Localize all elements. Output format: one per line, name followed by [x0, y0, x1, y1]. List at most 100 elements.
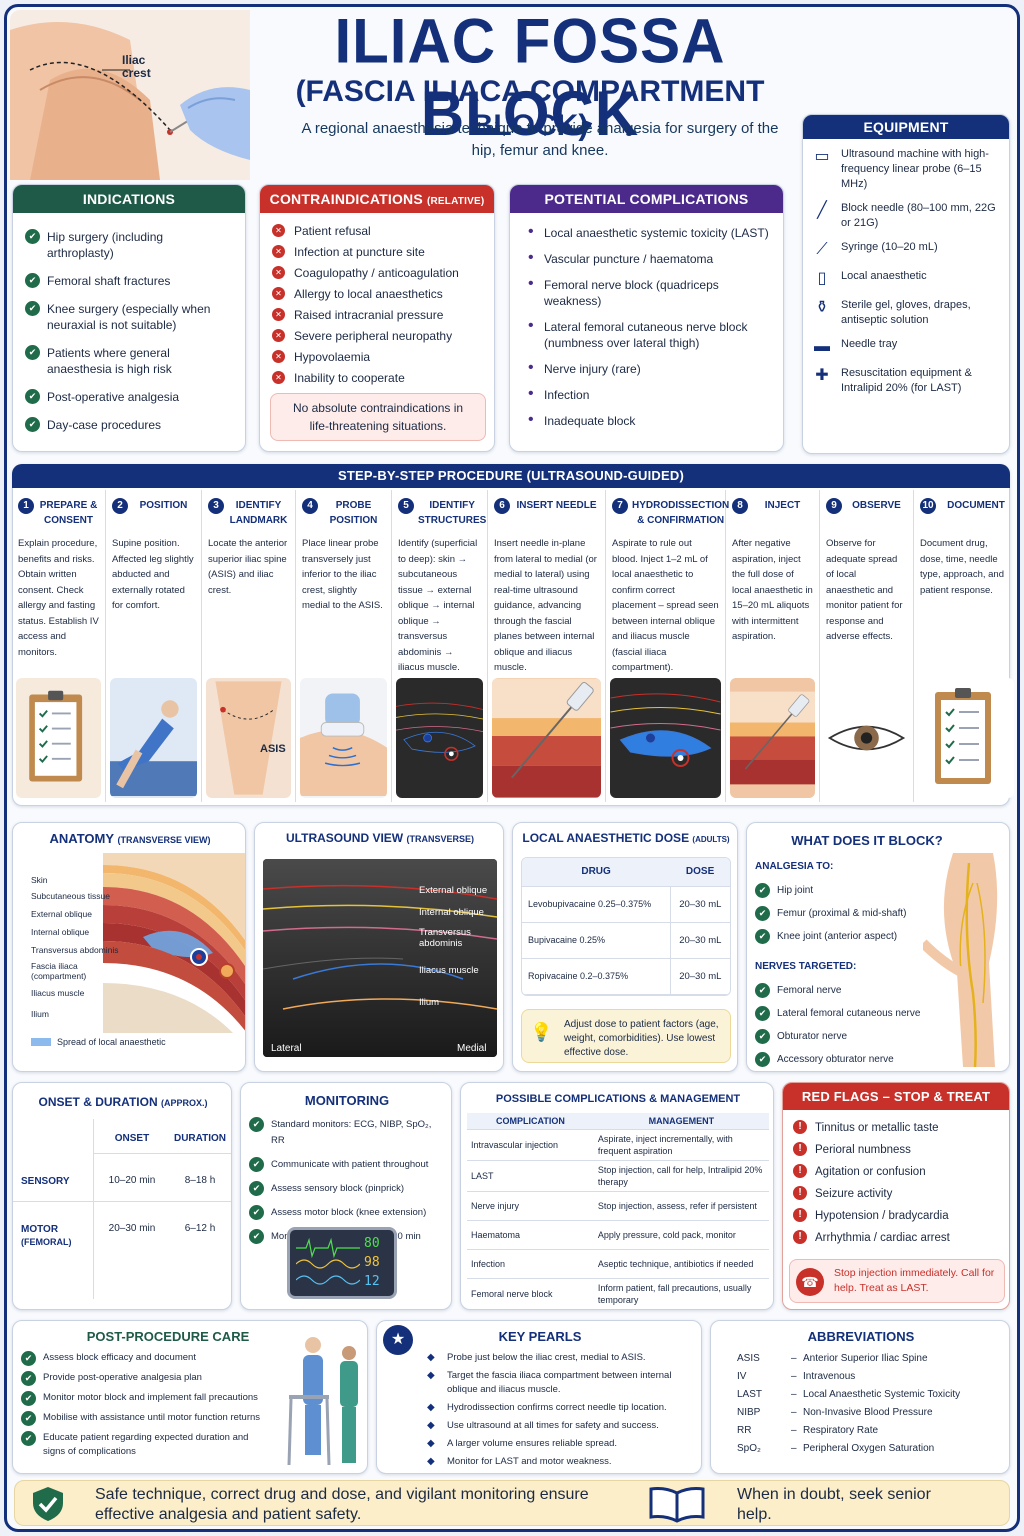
indications-list: Hip surgery (including arthroplasty) Femo…: [13, 213, 245, 451]
step-illustration: [610, 678, 721, 798]
procedure-title: STEP-BY-STEP PROCEDURE (ULTRASOUND-GUIDE…: [12, 464, 1010, 488]
postcare-card: POST-PROCEDURE CARE Assess block efficac…: [12, 1320, 368, 1474]
ultrasound-tag: (TRANSVERSE): [406, 834, 474, 844]
pearls-list: Probe just below the iliac crest, medial…: [421, 1347, 701, 1473]
anatomy-header: ANATOMY (TRANSVERSE VIEW): [13, 831, 245, 846]
step-title: INJECT: [764, 500, 801, 511]
ultrasound-title: ULTRASOUND VIEW: [286, 831, 404, 845]
anatomy-label: Skin: [31, 875, 48, 885]
step-illustration: [824, 678, 909, 798]
step-illustration: [396, 678, 483, 798]
anatomy-label: Ilium: [31, 1009, 49, 1019]
postcare-item: Mobilise with assistance until motor fun…: [21, 1411, 265, 1426]
pearl-item: Use ultrasound at all times for safety a…: [425, 1419, 697, 1433]
footer-banner: Safe technique, correct drug and dose, a…: [14, 1480, 1010, 1526]
step-title: POSITION: [139, 500, 188, 511]
leg-nerves-illustration: [923, 853, 998, 1067]
equipment-item: ▬Needle tray: [811, 337, 1001, 357]
postcare-item: Educate patient regarding expected durat…: [21, 1431, 265, 1459]
monitoring-item: Communicate with patient throughout: [249, 1157, 445, 1173]
equipment-text: Resuscitation equipment & Intralipid 20%…: [841, 367, 972, 394]
dose-col-drug: DRUG: [522, 858, 671, 887]
dose-value: 20–30 mL: [669, 958, 730, 995]
postcare-item: Monitor motor block and implement fall p…: [21, 1391, 265, 1406]
step-number: 10: [920, 498, 936, 514]
step-title: IDENTIFY LANDMARK: [229, 500, 288, 526]
step-illustration: [110, 678, 197, 798]
pearls-card: ★ KEY PEARLS Probe just below the iliac …: [376, 1320, 702, 1474]
onset-row-label: MOTOR: [21, 1224, 59, 1235]
pearl-item: A larger volume ensures reliable spread.: [425, 1437, 697, 1451]
needle-icon: ╱: [817, 202, 827, 219]
analgesia-item: Femur (proximal & mid-shaft): [755, 906, 929, 922]
contraindication-item: Patient refusal: [272, 223, 482, 239]
abbreviation-value: Intravenous: [803, 1371, 856, 1382]
emergency-kit-icon: ✚: [815, 367, 829, 384]
monitoring-item: Assess motor block (knee extension): [249, 1205, 445, 1221]
footer-left-text: Safe technique, correct drug and dose, a…: [95, 1486, 589, 1523]
redflag-item: Tinnitus or metallic taste: [793, 1120, 999, 1136]
anatomy-legend: Spread of local anaesthetic: [31, 1037, 166, 1047]
ultrasound-header: ULTRASOUND VIEW (TRANSVERSE): [255, 831, 503, 845]
anatomy-diagram: [103, 853, 245, 1033]
complication-item: Infection: [522, 386, 771, 403]
equipment-text: Local anaesthetic: [841, 270, 927, 282]
contraindications-header: CONTRAINDICATIONS (RELATIVE): [260, 185, 494, 213]
duration-value: 6–12 h: [184, 1223, 216, 1234]
abbreviation-key: ASIS: [737, 1353, 760, 1364]
blocks-card: WHAT DOES IT BLOCK? ANALGESIA TO: Hip jo…: [746, 822, 1010, 1072]
indications-card: INDICATIONS Hip surgery (including arthr…: [12, 184, 246, 452]
pearl-item: Target the fascia iliaca compartment bet…: [425, 1369, 697, 1397]
dose-drug: Bupivacaine 0.25%: [522, 922, 671, 959]
postcare-list: Assess block efficacy and documentProvid…: [13, 1347, 273, 1469]
ultrasound-image: [263, 859, 497, 1057]
contraindications-title: CONTRAINDICATIONS: [269, 191, 423, 207]
onset-header: ONSET & DURATION (APPROX.): [13, 1095, 231, 1109]
bottle-icon: ⚱: [815, 299, 829, 316]
vial-icon: ▯: [817, 270, 827, 287]
step-title: PREPARE & CONSENT: [39, 500, 98, 526]
indication-item: Hip surgery (including arthroplasty): [25, 229, 233, 261]
redflag-item: Agitation or confusion: [793, 1164, 999, 1180]
mgmt-col-management: MANAGEMENT: [593, 1113, 769, 1130]
redflags-alert-text: Stop injection immediately. Call for hel…: [834, 1267, 995, 1294]
step-number: 7: [612, 498, 628, 514]
dose-title: LOCAL ANAESTHETIC DOSE: [522, 831, 690, 845]
equipment-card: EQUIPMENT ▭Ultrasound machine with high-…: [802, 114, 1010, 454]
redflag-item: Hypotension / bradycardia: [793, 1208, 999, 1224]
step-text: Insert needle in-plane from lateral to m…: [494, 538, 597, 673]
contraindication-item: Allergy to local anaesthetics: [272, 286, 482, 302]
equipment-item: ╱Block needle (80–100 mm, 22G or 21G): [811, 201, 1001, 231]
pearl-item: Hydrodissection confirms correct needle …: [425, 1401, 697, 1415]
onset-card: ONSET & DURATION (APPROX.) ONSET DURATIO…: [12, 1082, 232, 1310]
postcare-title: POST-PROCEDURE CARE: [86, 1329, 250, 1344]
contraindication-item: Hypovolaemia: [272, 349, 482, 365]
step-title: INSERT NEEDLE: [516, 500, 597, 511]
equipment-list: ▭Ultrasound machine with high-frequency …: [803, 139, 1009, 396]
abbreviation-dash: –: [791, 1443, 797, 1454]
ultrasound-machine-icon: ▭: [814, 148, 830, 165]
monitoring-title: MONITORING: [304, 1093, 390, 1108]
contraindications-card: CONTRAINDICATIONS (RELATIVE) Patient ref…: [259, 184, 495, 452]
management-action: Stop injection, call for help, Intralipi…: [593, 1160, 769, 1192]
indication-item: Femoral shaft fractures: [25, 273, 233, 289]
step-text: After negative aspiration, inject the fu…: [732, 538, 813, 642]
step-text: Aspirate to rule out blood. Inject 1–2 m…: [612, 538, 719, 673]
step-illustration: ASIS: [206, 678, 291, 798]
monitoring-card: MONITORING Standard monitors: ECG, NIBP,…: [240, 1082, 452, 1310]
blocks-title: WHAT DOES IT BLOCK?: [791, 833, 943, 848]
onset-row-label: SENSORY: [21, 1176, 70, 1187]
equipment-item: ▯ Local anaesthetic: [811, 269, 1001, 289]
